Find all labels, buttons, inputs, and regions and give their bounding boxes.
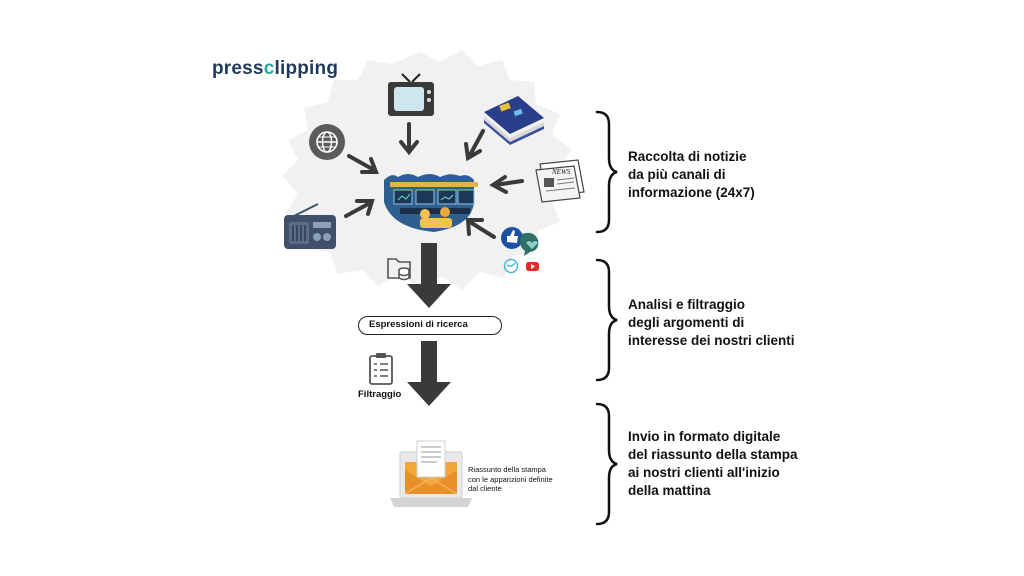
down-arrow-1 <box>407 243 451 308</box>
database-icon <box>387 258 411 281</box>
email-laptop-icon <box>390 440 472 507</box>
presscliping-logo: pressclipping <box>212 58 338 80</box>
globe-icon <box>309 124 345 160</box>
brace-step-2 <box>595 258 618 382</box>
tv-icon <box>388 73 434 116</box>
logo-part-1: press <box>212 58 264 79</box>
step-1-text: Raccolta di notizie da più canali di inf… <box>628 149 755 200</box>
search-expressions-box: Espressioni di ricerca <box>358 316 502 335</box>
newsroom-illustration <box>384 174 478 232</box>
news-label: NEWS <box>551 168 571 176</box>
brace-step-1 <box>595 110 618 234</box>
newspaper-icon: NEWS <box>535 159 585 203</box>
search-expressions-label: Espressioni di ricerca <box>369 319 468 330</box>
input-arrows <box>344 122 524 239</box>
logo-part-2: c <box>263 58 275 79</box>
summary-label: Riassunto della stampa con le apparizion… <box>468 465 553 493</box>
brace-step-3 <box>595 402 618 526</box>
step-2-text: Analisi e filtraggio degli argomenti di … <box>628 297 795 348</box>
step-3-text: Invio in formato digitale del riassunto … <box>628 429 798 498</box>
down-arrow-2 <box>407 341 451 406</box>
logo-part-3: lipping <box>274 58 339 79</box>
filter-label: Filtraggio <box>358 389 402 400</box>
clipboard-icon <box>369 353 393 385</box>
social-media-icon <box>501 227 539 274</box>
magazine-icon <box>484 96 544 145</box>
radio-icon <box>284 203 336 249</box>
